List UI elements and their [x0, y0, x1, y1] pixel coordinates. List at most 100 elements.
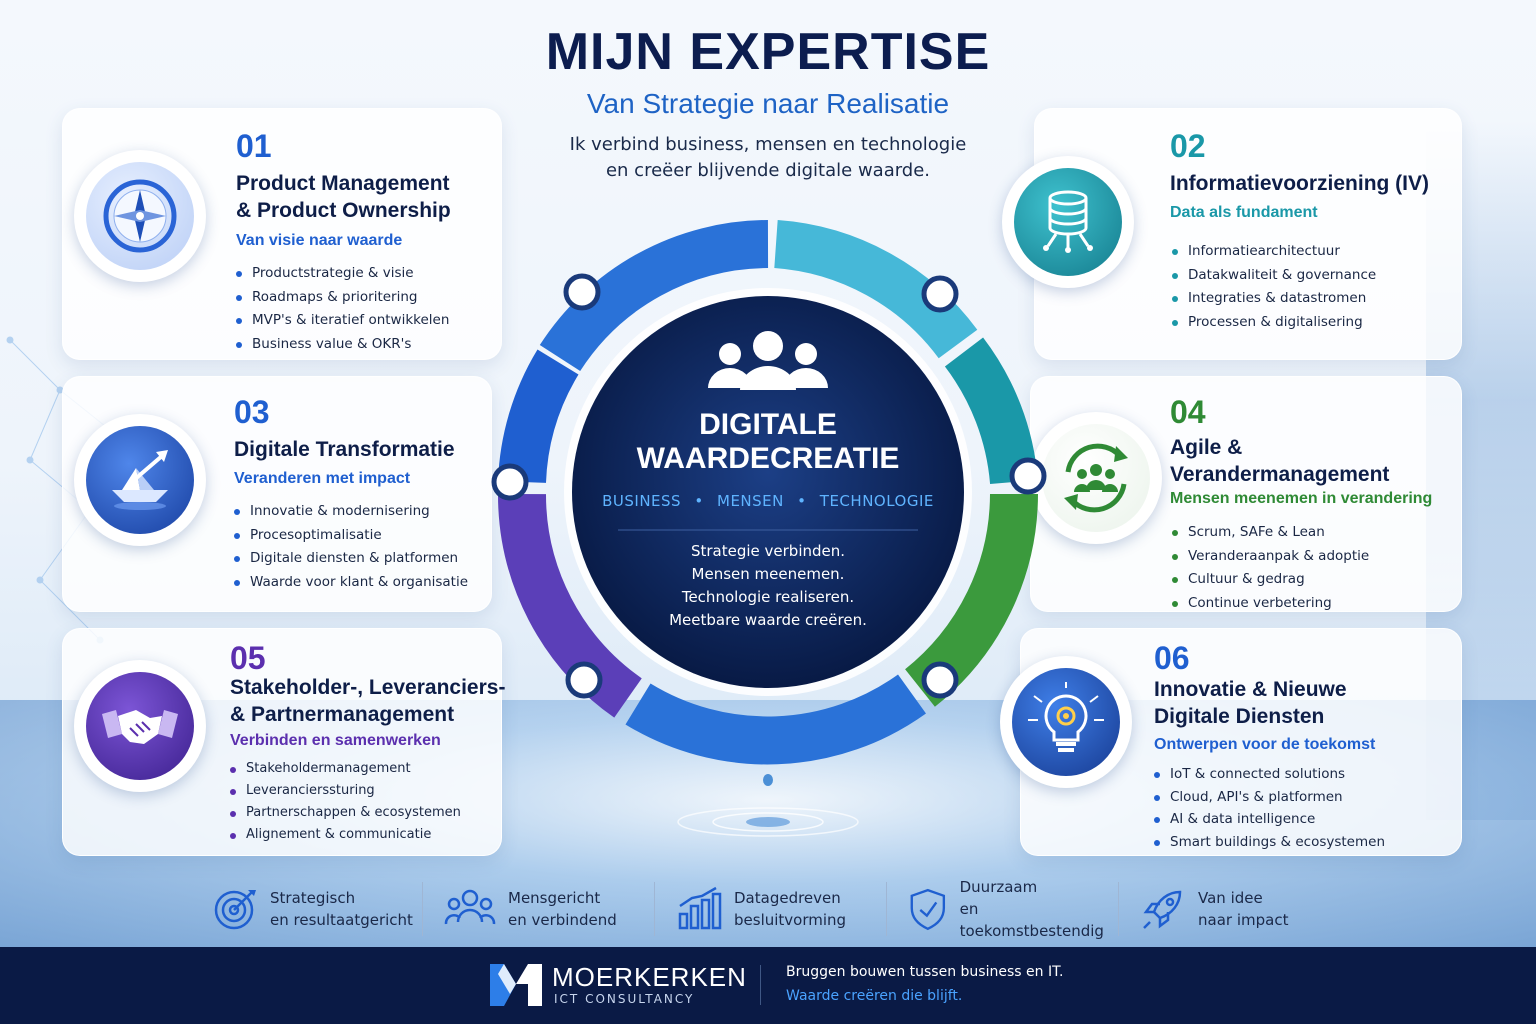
page-subtitle: Van Strategie naar Realisatie — [586, 88, 950, 119]
value-line: Van idee — [1198, 889, 1263, 907]
list-item: Veranderaanpak & adoptie — [1170, 545, 1369, 569]
value-line: Strategisch — [270, 889, 356, 907]
intro-text: Ik verbind business, mensen en technolog… — [468, 132, 1068, 184]
intro-line-2: en creëer blijvende digitale waarde. — [605, 160, 931, 181]
card-04-title-line-1: Agile & — [1170, 436, 1243, 459]
card-05-icon-circle — [74, 660, 206, 792]
list-item: Continue verbetering — [1170, 592, 1369, 616]
card-05-title: Stakeholder-, Leveranciers- & Partnerman… — [230, 674, 505, 728]
list-item: Cultuur & gedrag — [1170, 568, 1369, 592]
card-04-title: Agile & Verandermanagement — [1170, 434, 1389, 488]
list-item: Roadmaps & prioritering — [234, 286, 449, 310]
center-statement: Strategie verbinden. — [690, 542, 846, 560]
card-01-number: 01 — [236, 128, 272, 164]
water-drop-decoration — [677, 774, 859, 837]
page-title: MIJN EXPERTISE — [545, 23, 991, 81]
center-title: DIGITALE WAARDECREATIE — [568, 408, 968, 476]
card-06-icon-circle — [1000, 656, 1132, 788]
footer-tagline-1: Bruggen bouwen tussen business en IT. — [786, 964, 1064, 980]
pillar-technologie: TECHNOLOGIE — [819, 492, 934, 510]
card-03-title: Digitale Transformatie — [234, 438, 455, 461]
value-line: besluitvorming — [734, 911, 847, 929]
pillar-business: BUSINESS — [602, 492, 682, 510]
team-cycle-icon — [1064, 443, 1128, 513]
list-item: Waarde voor klant & organisatie — [232, 571, 468, 595]
value-line: en toekomstbestendig — [959, 900, 1104, 940]
card-06-title-line-1: Innovatie & Nieuwe — [1154, 678, 1347, 701]
rocket-icon — [1143, 890, 1182, 929]
ring-segment-3 — [944, 337, 1038, 485]
ring-node-5 — [565, 661, 603, 699]
card-03-icon-circle — [74, 414, 206, 546]
ring-node-2 — [921, 275, 959, 313]
list-item: IoT & connected solutions — [1152, 763, 1385, 786]
value-line: Datagedreven — [734, 889, 841, 907]
card-06-list: IoT & connected solutions Cloud, API's &… — [1152, 763, 1385, 853]
list-item: Partnerschappen & ecosystemen — [228, 802, 461, 824]
ring-node-3 — [491, 463, 529, 501]
list-item: Innovatie & modernisering — [232, 500, 468, 524]
compass-icon — [103, 179, 177, 253]
card-02-list: Informatiearchitectuur Datakwaliteit & g… — [1170, 240, 1376, 334]
footer — [0, 947, 1536, 1024]
list-item: Productstrategie & visie — [234, 262, 449, 286]
list-item: Scrum, SAFe & Lean — [1170, 521, 1369, 545]
center-statement: Technologie realiseren. — [681, 588, 855, 606]
value-duurzaam: Duurzaam en toekomstbestendig — [886, 878, 1118, 940]
center-title-line-1: DIGITALE — [699, 408, 837, 441]
center-statement: Meetbare waarde creëren. — [669, 611, 867, 629]
paper-boat-arrow-icon — [112, 450, 168, 510]
card-05-number: 05 — [230, 640, 266, 676]
card-01-title: Product Management & Product Ownership — [236, 170, 451, 224]
people-icon — [444, 889, 496, 925]
card-02-icon-circle — [1002, 156, 1134, 288]
target-icon — [214, 890, 256, 930]
center-ring — [491, 220, 1047, 765]
list-item: Processen & digitalisering — [1170, 311, 1376, 335]
card-03-number: 03 — [234, 394, 270, 430]
value-line: Duurzaam — [959, 878, 1038, 896]
list-item: Integraties & datastromen — [1170, 287, 1376, 311]
people-group-icon — [708, 331, 828, 390]
bar-chart-icon — [678, 886, 722, 930]
m-logo-icon — [490, 964, 542, 1006]
list-item: Leverancierssturing — [228, 780, 461, 802]
ring-segment-1 — [539, 220, 769, 372]
card-03-list: Innovatie & modernisering Procesoptimali… — [232, 500, 468, 594]
ring-node-6 — [921, 661, 959, 699]
list-item: Cloud, API's & platformen — [1152, 786, 1385, 809]
ring-segment-7 — [498, 349, 579, 484]
card-06-number: 06 — [1154, 640, 1190, 676]
card-01-icon-circle — [74, 150, 206, 282]
center-title-line-2: WAARDECREATIE — [636, 442, 900, 475]
ring-node-4 — [1009, 457, 1047, 495]
card-05-title-line-2: & Partnermanagement — [230, 703, 455, 726]
list-item: Datakwaliteit & governance — [1170, 264, 1376, 288]
company-name: MOERKERKEN — [552, 962, 747, 992]
card-01-title-line-1: Product Management — [236, 172, 450, 195]
list-item: Smart buildings & ecosystemen — [1152, 831, 1385, 854]
card-06-title: Innovatie & Nieuwe Digitale Diensten — [1154, 676, 1347, 730]
footer-tagline-2: Waarde creëren die blijft. — [786, 988, 963, 1004]
card-04-number: 04 — [1170, 394, 1206, 430]
value-datagedreven: Datagedreven besluitvorming — [654, 878, 886, 940]
handshake-icon — [102, 710, 178, 744]
card-02-tagline: Data als fundament — [1170, 204, 1318, 221]
ring-segment-5 — [625, 674, 926, 765]
lightbulb-gear-icon — [1028, 682, 1104, 752]
card-04-icon-circle — [1030, 412, 1162, 544]
list-item: Stakeholdermanagement — [228, 758, 461, 780]
ring-segment-2 — [773, 220, 978, 359]
footer-divider — [760, 965, 761, 1005]
list-item: Informatiearchitectuur — [1170, 240, 1376, 264]
list-item: MVP's & iteratief ontwikkelen — [234, 309, 449, 333]
card-04-tagline: Mensen meenemen in verandering — [1170, 490, 1433, 507]
list-item: Digitale diensten & platformen — [232, 547, 468, 571]
center-statements: Strategie verbinden. Mensen meenemen. Te… — [568, 540, 968, 632]
list-item: Business value & OKR's — [234, 333, 449, 357]
database-icon — [1043, 190, 1093, 253]
pillar-mensen: MENSEN — [717, 492, 784, 510]
